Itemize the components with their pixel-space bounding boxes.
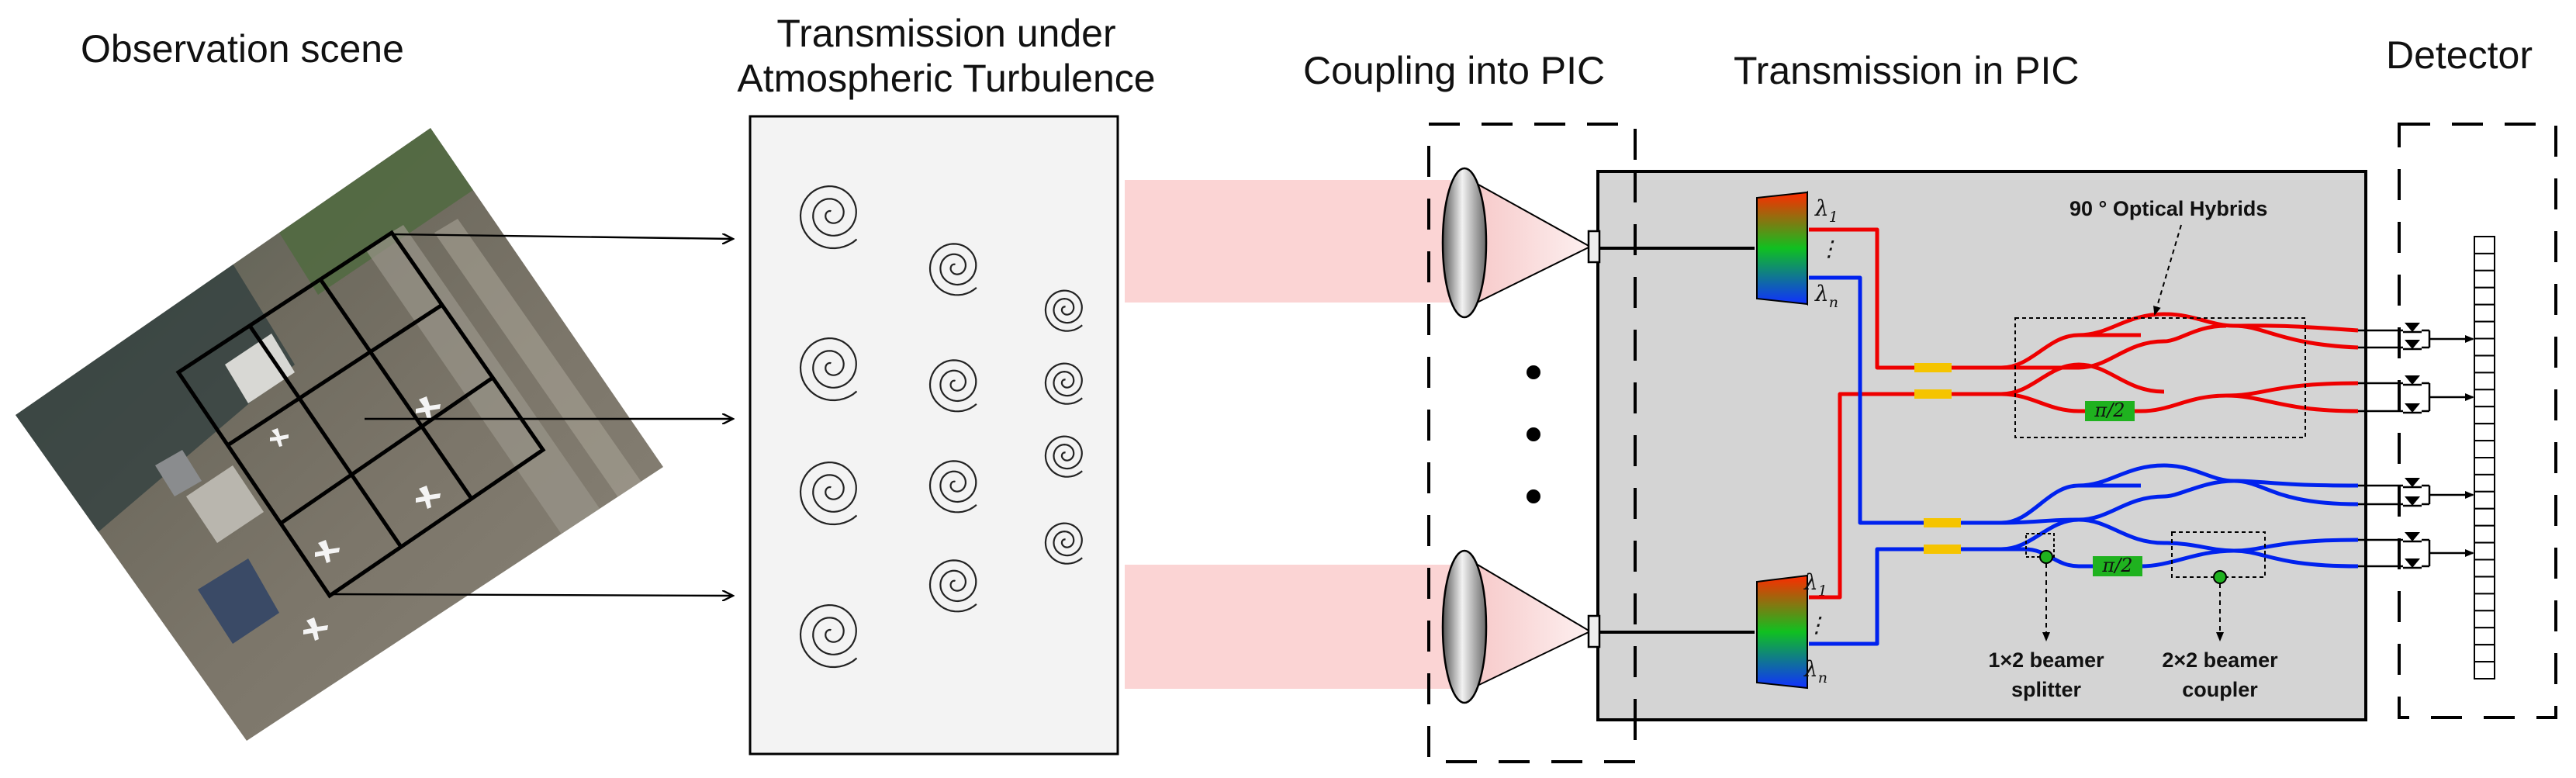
vortex-spiral <box>928 243 977 296</box>
lambda-labels-bottom: λ1 ⋮ λn <box>1803 569 1827 686</box>
title-transmission-turbulence: Transmission under Atmospheric Turbulenc… <box>698 11 1195 101</box>
observation-scene-image <box>16 128 733 741</box>
detector-pixel <box>2474 558 2495 578</box>
lambda-dots-top: ⋮ <box>1818 236 1840 261</box>
photodiode-icon <box>2405 340 2420 349</box>
detector-pixel <box>2474 440 2495 458</box>
detector-pixel <box>2474 593 2495 612</box>
phase-shifter-red: π/2 <box>2085 399 2135 421</box>
scene-arrow-bottom <box>329 594 733 596</box>
detector-pixel <box>2474 610 2495 629</box>
scene-arrow-top <box>391 233 733 239</box>
title-coupling-into-pic: Coupling into PIC <box>1303 49 1606 92</box>
detector-pixel <box>2474 337 2495 357</box>
vortex-spiral <box>799 185 858 250</box>
waveguides-red <box>1809 227 2359 600</box>
detector-pixel <box>2474 423 2495 442</box>
coupler-dot <box>2213 570 2227 584</box>
title-observation-scene: Observation scene <box>81 27 404 71</box>
vortex-spiral <box>799 461 858 526</box>
detector-pixel <box>2474 490 2495 510</box>
turbulence-box <box>749 115 1119 756</box>
vortex-spiral <box>928 559 977 613</box>
detector-pixel <box>2474 661 2495 679</box>
vortex-spiral <box>1044 362 1083 405</box>
vortex-spiral <box>1044 289 1083 332</box>
detector-pixel <box>2474 389 2495 408</box>
phase-shifter-blue: π/2 <box>2093 555 2142 576</box>
detector-pixel <box>2474 473 2495 493</box>
photodiode-icon <box>2405 375 2420 385</box>
lens-top <box>1441 167 1601 319</box>
detector-pixel <box>2474 252 2495 271</box>
photodiode-icon <box>2405 558 2420 568</box>
title-transmission-line2: Atmospheric Turbulence <box>737 57 1156 100</box>
lambda-labels-top: λ1 ⋮ λn <box>1814 195 1840 311</box>
detector-dashed-box <box>2398 123 2557 719</box>
detector-pixel <box>2474 644 2495 663</box>
label-optical-hybrids: 90 ° Optical Hybrids <box>2069 197 2267 220</box>
detector-pixel <box>2474 372 2495 391</box>
detector-pixel <box>2474 269 2495 289</box>
pic-box <box>1596 170 2367 721</box>
lambda-dots-bottom: ⋮ <box>1806 612 1827 638</box>
photodiode-icon <box>2405 496 2420 506</box>
demux-top <box>1756 190 1808 306</box>
beam-top <box>1125 180 1451 303</box>
label-splitter-line2: splitter <box>2011 678 2082 701</box>
detector-pixel <box>2474 576 2495 595</box>
detector-pixel <box>2474 303 2495 323</box>
photodiode-icon <box>2405 478 2420 487</box>
detector-pixel <box>2474 524 2495 544</box>
observation-grid <box>175 230 546 599</box>
detector-array <box>2474 236 2495 679</box>
detector-pixel <box>2474 627 2495 646</box>
detector-pixel <box>2474 541 2495 561</box>
svg-text:π/2: π/2 <box>2101 555 2132 576</box>
vortex-spiral <box>1044 522 1083 565</box>
photodiode-icon <box>2405 532 2420 541</box>
title-detector: Detector <box>2386 33 2533 77</box>
ellipsis-dots <box>1527 365 1540 503</box>
waveguides-blue <box>1809 275 2359 646</box>
photodiode-icon <box>2405 403 2420 413</box>
vortex-spiral <box>1044 435 1083 478</box>
lambda-1-top: λ1 <box>1814 195 1838 226</box>
title-transmission-in-pic: Transmission in PIC <box>1734 49 2080 92</box>
label-coupler-line1: 2×2 beamer <box>2162 648 2278 672</box>
hybrid-dotted-box <box>2014 317 2306 438</box>
detector-pixel <box>2474 286 2495 306</box>
detector-pixel <box>2474 406 2495 425</box>
demux-bottom <box>1756 574 1808 690</box>
lens-bottom <box>1441 549 1601 704</box>
detector-pixel <box>2474 320 2495 340</box>
label-coupler-line2: coupler <box>2182 678 2258 701</box>
vortex-spiral <box>928 359 977 413</box>
svg-text:π/2: π/2 <box>2094 399 2125 421</box>
lambda-n-top: λn <box>1814 281 1838 311</box>
turbulence-vortices <box>799 185 1083 669</box>
photodiodes <box>2358 323 2474 569</box>
splitter-dot <box>2039 550 2053 564</box>
vortex-spiral <box>799 337 858 402</box>
detector-pixel <box>2474 354 2495 374</box>
beam-bottom <box>1125 565 1451 689</box>
gold-couplers <box>1914 363 1961 554</box>
lambda-n-bottom: λn <box>1803 656 1827 686</box>
label-splitter-line1: 1×2 beamer <box>1988 648 2104 672</box>
hybrid-leader <box>2153 224 2182 316</box>
vortex-spiral <box>799 603 858 669</box>
detector-pixel <box>2474 507 2495 527</box>
detector-pixel <box>2474 236 2495 254</box>
detector-pixel <box>2474 457 2495 475</box>
title-transmission-line1: Transmission under <box>776 12 1116 55</box>
vortex-spiral <box>928 460 977 513</box>
photodiode-icon <box>2405 323 2420 332</box>
